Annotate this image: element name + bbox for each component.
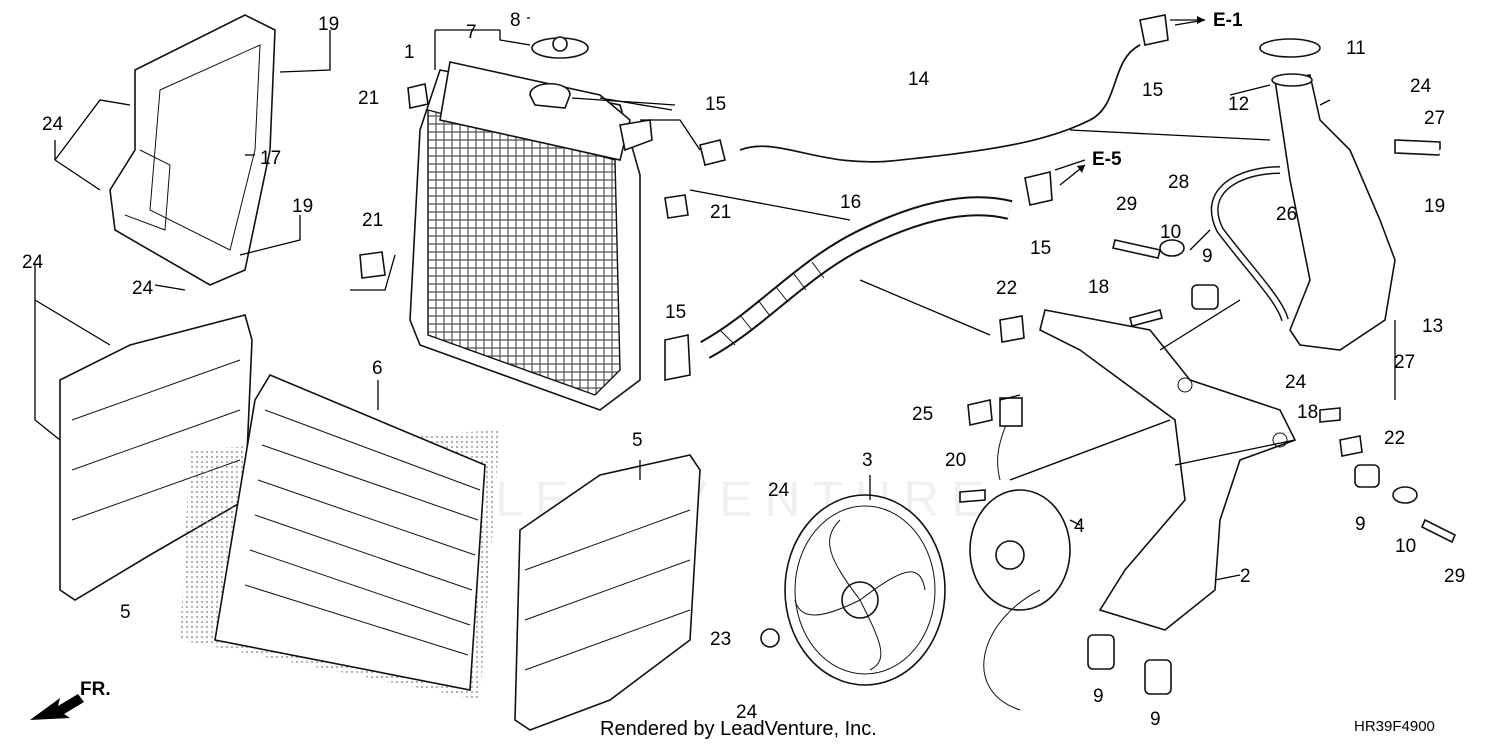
callouts: 1 2 3 4 5 5 6 7 8 9 9 9 9 10 10 11 12 13…: [22, 10, 1465, 730]
callout: 24: [736, 702, 758, 723]
callout: 15: [1142, 80, 1163, 101]
callout: 1: [404, 42, 415, 63]
callout: 24: [22, 252, 44, 273]
callout: 3: [862, 450, 873, 471]
callout: 18: [1088, 277, 1109, 298]
footer-credit: Rendered by LeadVenture, Inc.: [600, 718, 877, 740]
bracket: [1039, 309, 1297, 631]
leader-lines: [34, 17, 1396, 581]
callout: 21: [358, 88, 379, 109]
callout: 29: [1444, 566, 1465, 587]
front-label: FR.: [80, 679, 111, 700]
callout: 11: [1346, 38, 1366, 59]
callout: 8: [510, 10, 521, 31]
front-arrow: [30, 694, 84, 720]
radiator: [409, 36, 653, 411]
callout: 22: [1384, 428, 1405, 449]
fan-motor: [969, 397, 1071, 711]
radiator-shroud-upper: [109, 14, 276, 286]
diagram-code: HR39F4900: [1354, 718, 1435, 735]
callout: 2: [1240, 566, 1251, 587]
callout: 23: [710, 629, 731, 650]
callout: 15: [665, 302, 686, 323]
callout: 6: [372, 358, 383, 379]
side-cover-right: [514, 454, 701, 731]
callout: 24: [1410, 76, 1432, 97]
callout: 15: [705, 94, 726, 115]
callout: 29: [1116, 194, 1137, 215]
callout: 9: [1093, 686, 1104, 707]
reserve-tank: [1259, 38, 1396, 351]
callout: 12: [1228, 94, 1249, 115]
callout: 15: [1030, 238, 1051, 259]
callout: 9: [1202, 246, 1213, 267]
callout: 18: [1297, 402, 1318, 423]
callout: 22: [996, 278, 1017, 299]
callout: 27: [1394, 352, 1415, 373]
callout: 19: [318, 14, 339, 35]
callout: 27: [1424, 108, 1445, 129]
callout: 20: [945, 450, 966, 471]
callout: 5: [632, 430, 643, 451]
callout: 10: [1395, 536, 1416, 557]
callout: 26: [1276, 204, 1297, 225]
callout: 21: [362, 210, 383, 231]
callout: 7: [466, 22, 477, 43]
callout: 24: [768, 480, 790, 501]
callout: 13: [1422, 316, 1443, 337]
callout: 24: [42, 114, 64, 135]
callout: 24: [132, 278, 154, 299]
callout: 14: [908, 69, 930, 90]
ref-e1: E-1: [1213, 10, 1243, 31]
callout: 25: [912, 404, 933, 425]
callout: 9: [1150, 709, 1161, 730]
callout: 19: [1424, 196, 1445, 217]
callout: 19: [292, 196, 313, 217]
callout: 10: [1160, 222, 1181, 243]
fan: [784, 494, 946, 686]
grille: [180, 373, 500, 700]
callout: 24: [1285, 372, 1307, 393]
callout: 5: [120, 602, 131, 623]
ref-e5: E-5: [1092, 149, 1122, 170]
callout: 17: [260, 148, 281, 169]
callout: 16: [840, 192, 861, 213]
callout: 9: [1355, 514, 1366, 535]
callout: 21: [710, 202, 731, 223]
callout: 4: [1074, 516, 1085, 537]
callout: 28: [1168, 172, 1189, 193]
